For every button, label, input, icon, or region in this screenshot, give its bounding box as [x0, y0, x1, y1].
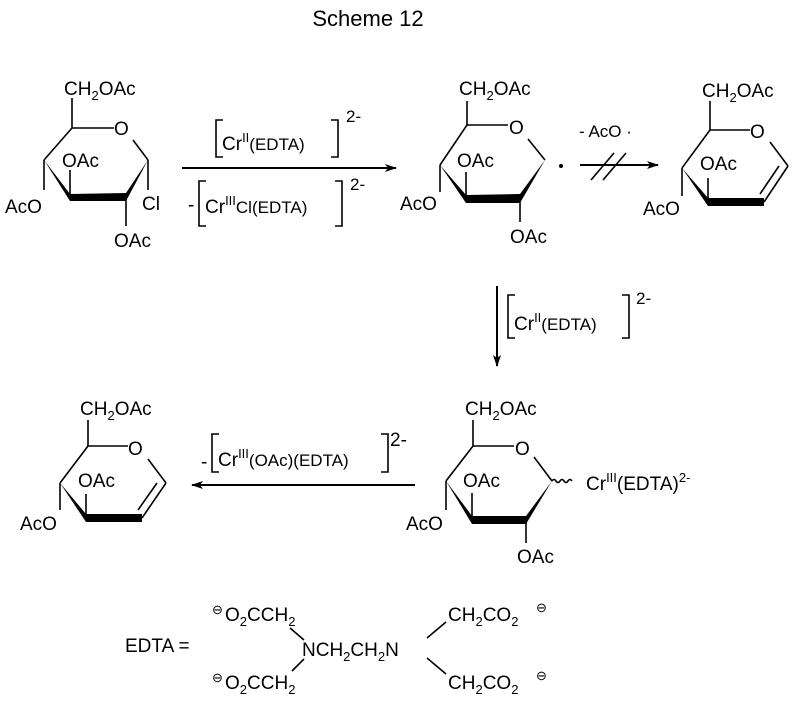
oac-label: OAc	[463, 471, 500, 492]
charge-label: 2-	[346, 107, 361, 126]
ring-oxygen-label: O	[509, 118, 524, 139]
ch2oac-label: CH2OAc	[702, 81, 774, 105]
reagent-crii-edta: CrII(EDTA)	[514, 310, 597, 335]
charge-label: 2-	[350, 175, 365, 194]
aco-label: AcO	[20, 514, 57, 535]
radical-dot	[559, 164, 563, 168]
step2-blocked-arrow: - AcO ·	[579, 122, 659, 181]
reagent-crii-edta: CrII(EDTA)	[222, 130, 305, 155]
anion-symbol: ⊖	[536, 668, 547, 683]
charge-label: 2-	[390, 430, 407, 451]
ch2oac-label: CH2OAc	[64, 79, 136, 103]
edta-left-bottom: O2CCH2	[225, 673, 295, 697]
step4-arrow: - CrIII(OAc)(EDTA) 2-	[191, 430, 415, 489]
charge-label: 2-	[636, 289, 651, 308]
aco-label: AcO	[643, 199, 680, 220]
ch2oac-label: CH2OAc	[80, 399, 152, 423]
byproduct-criii-oac-edta: CrIII(OAc)(EDTA)	[218, 446, 349, 471]
aco-label: AcO	[400, 194, 437, 215]
glycal-top: CH2OAc O OAc AcO	[643, 81, 789, 220]
minus-sign: -	[201, 452, 207, 473]
ring-oxygen-label: O	[515, 439, 530, 460]
edta-definition: EDTA = ⊖ O2CCH2 ⊖ O2CCH2 NCH2CH2N CH2CO2…	[125, 600, 547, 697]
ring-oxygen-label: O	[114, 119, 129, 140]
anion-symbol: ⊖	[212, 602, 223, 617]
wavy-bond	[551, 478, 573, 484]
oac-label: OAc	[517, 547, 554, 568]
oac-label: OAc	[700, 154, 737, 175]
step1-arrow: CrII(EDTA) 2- - CrIIICl(EDTA) 2-	[182, 107, 397, 227]
oac-label: OAc	[62, 151, 99, 172]
glycosyl-radical: CH2OAc O OAc AcO OAc	[400, 79, 563, 248]
ring-oxygen-label: O	[750, 122, 765, 143]
edta-lhs: EDTA =	[125, 636, 190, 657]
ring-oxygen-label: O	[128, 439, 143, 460]
edta-center: NCH2CH2N	[302, 640, 399, 664]
oac-label: OAc	[114, 231, 151, 252]
glycosyl-chromium: CH2OAc O OAc AcO OAc CrIII(EDTA)2-	[406, 399, 690, 568]
ch2oac-label: CH2OAc	[459, 79, 531, 103]
aco-label: AcO	[5, 197, 42, 218]
minus-sign: -	[188, 195, 194, 216]
byproduct-criii-cl-edta: CrIIICl(EDTA)	[205, 193, 307, 218]
minus-aco-radical-label: - AcO ·	[579, 122, 632, 141]
criii-edta-label: CrIII(EDTA)2-	[586, 470, 690, 495]
scheme-title: Scheme 12	[312, 6, 423, 31]
glycosyl-chloride: CH2OAc O OAc AcO Cl OAc	[5, 79, 160, 252]
aco-label: AcO	[406, 514, 443, 535]
step3-arrow: CrII(EDTA) 2-	[493, 286, 651, 367]
oac-label: OAc	[78, 471, 115, 492]
glycal-bottom: CH2OAc O OAc AcO	[20, 399, 167, 535]
chloride-label: Cl	[142, 194, 160, 215]
edta-right-top: CH2CO2	[448, 605, 518, 629]
edta-left-top: O2CCH2	[225, 605, 295, 629]
ch2oac-label: CH2OAc	[465, 399, 537, 423]
anion-symbol: ⊖	[536, 600, 547, 615]
oac-label: OAc	[510, 227, 547, 248]
edta-right-bottom: CH2CO2	[448, 673, 518, 697]
anion-symbol: ⊖	[212, 670, 223, 685]
oac-label: OAc	[457, 151, 494, 172]
